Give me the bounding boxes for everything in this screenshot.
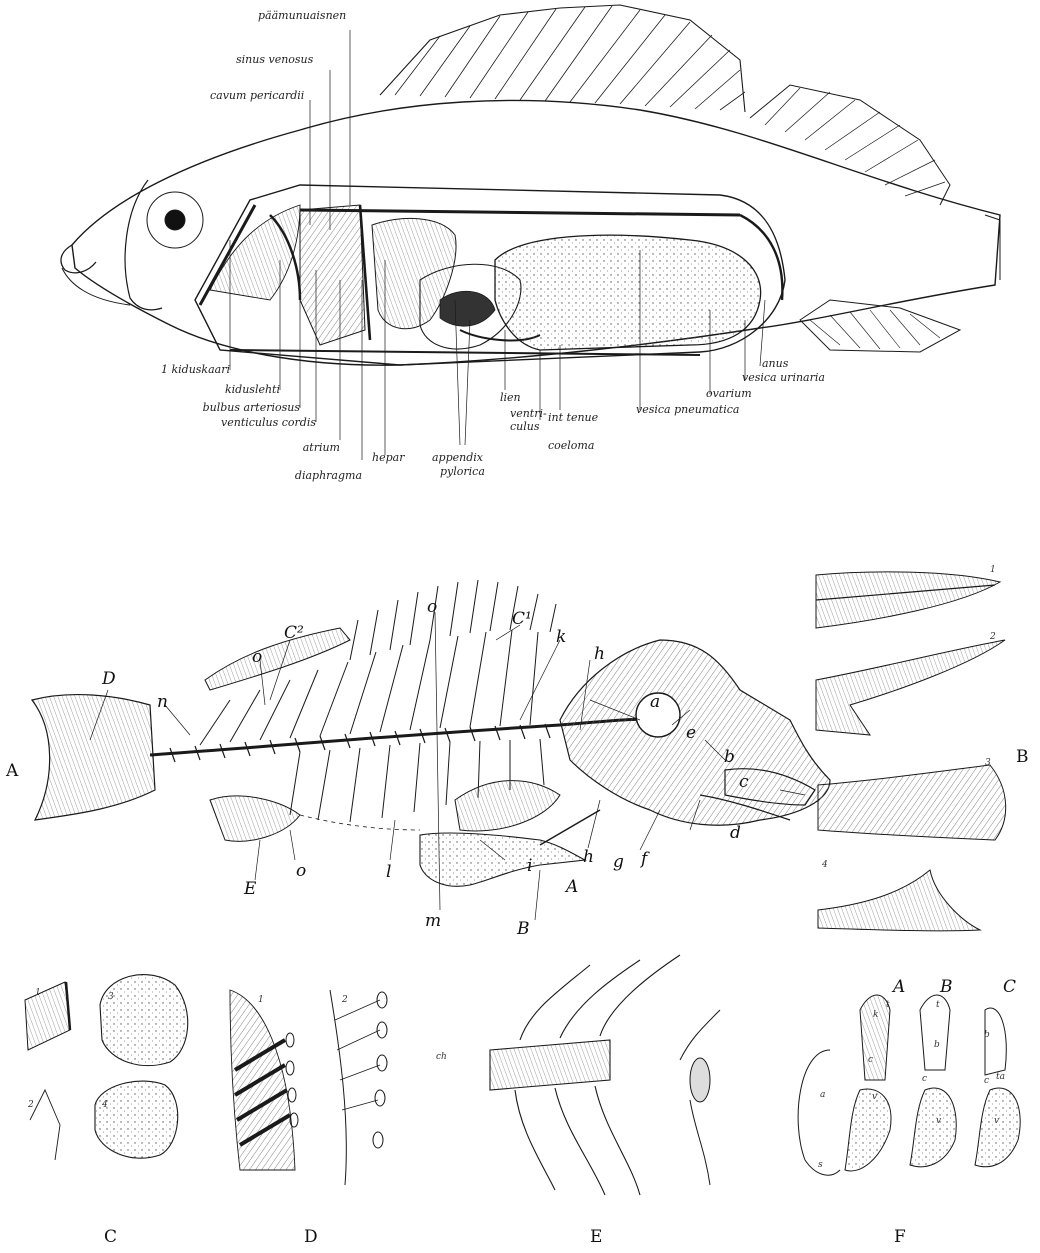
skeleton-label-o2: o xyxy=(427,598,437,616)
scale-number-1: 1 xyxy=(35,988,41,998)
skeleton-label-m: m xyxy=(425,912,441,930)
panel-label-A: A xyxy=(6,762,18,780)
scales-drawing-C xyxy=(25,975,188,1160)
label-ovarium: ovarium xyxy=(706,388,752,400)
label-sinus-venosus: sinus venosus xyxy=(236,54,313,66)
skeleton-label-A-inner: A xyxy=(566,878,578,896)
tail-number-1: 1 xyxy=(990,565,996,575)
heart-label-c2: c xyxy=(922,1074,927,1084)
heart-label-b1: b xyxy=(934,1040,940,1050)
label-anus: anus xyxy=(762,358,788,370)
skeleton-label-f: f xyxy=(641,850,647,868)
tail-number-2: 2 xyxy=(990,632,996,642)
panel-label-C: C xyxy=(104,1228,117,1246)
skeleton-label-o1: o xyxy=(252,648,262,666)
heart-label-A: A xyxy=(893,978,905,996)
heart-label-v2: v xyxy=(936,1116,941,1126)
label-ventri: ventri- xyxy=(510,408,547,420)
heart-label-c3: c xyxy=(984,1076,989,1086)
label-diaphragma: diaphragma xyxy=(270,470,362,482)
skeleton-label-o3: o xyxy=(296,862,306,880)
tail-number-3: 3 xyxy=(985,758,991,768)
label-cavum-pericardii: cavum pericardii xyxy=(210,90,304,102)
skeleton-label-h1: h xyxy=(594,645,605,663)
heart-label-v1: v xyxy=(872,1092,877,1102)
skeleton-label-g: g xyxy=(613,853,624,871)
label-lien: lien xyxy=(500,392,521,404)
vertebrae-drawing-E xyxy=(490,955,720,1195)
panel-label-B: B xyxy=(1016,748,1029,766)
panelD-number-2: 2 xyxy=(342,995,348,1005)
label-vesica-urinaria: vesica urinaria xyxy=(742,372,825,384)
label-int-tenue: int tenue xyxy=(548,412,598,424)
skeleton-label-a: a xyxy=(650,693,660,711)
skeleton-label-h2: h xyxy=(583,848,594,866)
skeleton-label-k: k xyxy=(556,628,566,646)
heart-label-b2: b xyxy=(984,1030,990,1040)
panel-label-E: E xyxy=(590,1228,602,1246)
label-bulbus-arteriosus: bulbus arteriosus xyxy=(150,402,300,414)
panel-label-F: F xyxy=(894,1228,906,1246)
label-coeloma: coeloma xyxy=(548,440,594,452)
tail-number-4: 4 xyxy=(822,860,828,870)
skeleton-label-l: l xyxy=(386,863,391,881)
heart-label-ta: ta xyxy=(996,1072,1005,1082)
heart-label-C: C xyxy=(1003,978,1016,996)
label-kiduskaari: 1 kiduskaari xyxy=(124,364,230,376)
scale-number-3: 3 xyxy=(108,992,114,1002)
label-culus: culus xyxy=(510,421,540,433)
vertebrae-label-ch: ch xyxy=(436,1052,447,1062)
label-vesica-pneumatica: vesica pneumatica xyxy=(636,404,739,416)
label-kiduslehti: kiduslehti xyxy=(200,384,280,396)
label-appendix: appendix xyxy=(432,452,483,464)
scale-number-2: 2 xyxy=(28,1100,34,1110)
skeleton-drawing xyxy=(32,580,830,920)
skeleton-label-D: D xyxy=(102,670,116,688)
tail-fins-drawing xyxy=(814,540,1024,940)
skeleton-label-b: b xyxy=(724,748,735,766)
label-ventriculus-cordis: venticulus cordis xyxy=(160,417,316,429)
label-paamunaisnen: päämunuaisnen xyxy=(258,10,346,22)
skeleton-label-E: E xyxy=(244,880,256,898)
heart-label-k: k xyxy=(873,1010,878,1020)
skeleton-label-B: B xyxy=(517,920,530,938)
heart-label-t1: t xyxy=(886,1000,890,1010)
panel-label-D: D xyxy=(304,1228,318,1246)
scales-drawing-D xyxy=(230,990,387,1185)
heart-label-c1: c xyxy=(868,1055,873,1065)
skeleton-label-d: d xyxy=(730,824,741,842)
label-pylorica: pylorica xyxy=(440,466,485,478)
label-atrium: atrium xyxy=(280,442,340,454)
skeleton-label-e: e xyxy=(686,724,696,742)
label-hepar: hepar xyxy=(372,452,404,464)
skeleton-label-C2: C² xyxy=(284,624,304,642)
heart-label-v3: v xyxy=(994,1116,999,1126)
skeleton-label-c: c xyxy=(739,773,749,791)
skeleton-label-i: i xyxy=(527,857,532,875)
scale-number-4: 4 xyxy=(102,1100,108,1110)
panelD-number-1: 1 xyxy=(258,995,264,1005)
heart-label-t2: t xyxy=(936,1000,940,1010)
skeleton-label-n: n xyxy=(157,693,168,711)
heart-label-a: a xyxy=(820,1090,825,1100)
heart-label-B: B xyxy=(940,978,953,996)
heart-label-s: s xyxy=(818,1160,823,1170)
skeleton-label-C1: C¹ xyxy=(512,610,532,628)
